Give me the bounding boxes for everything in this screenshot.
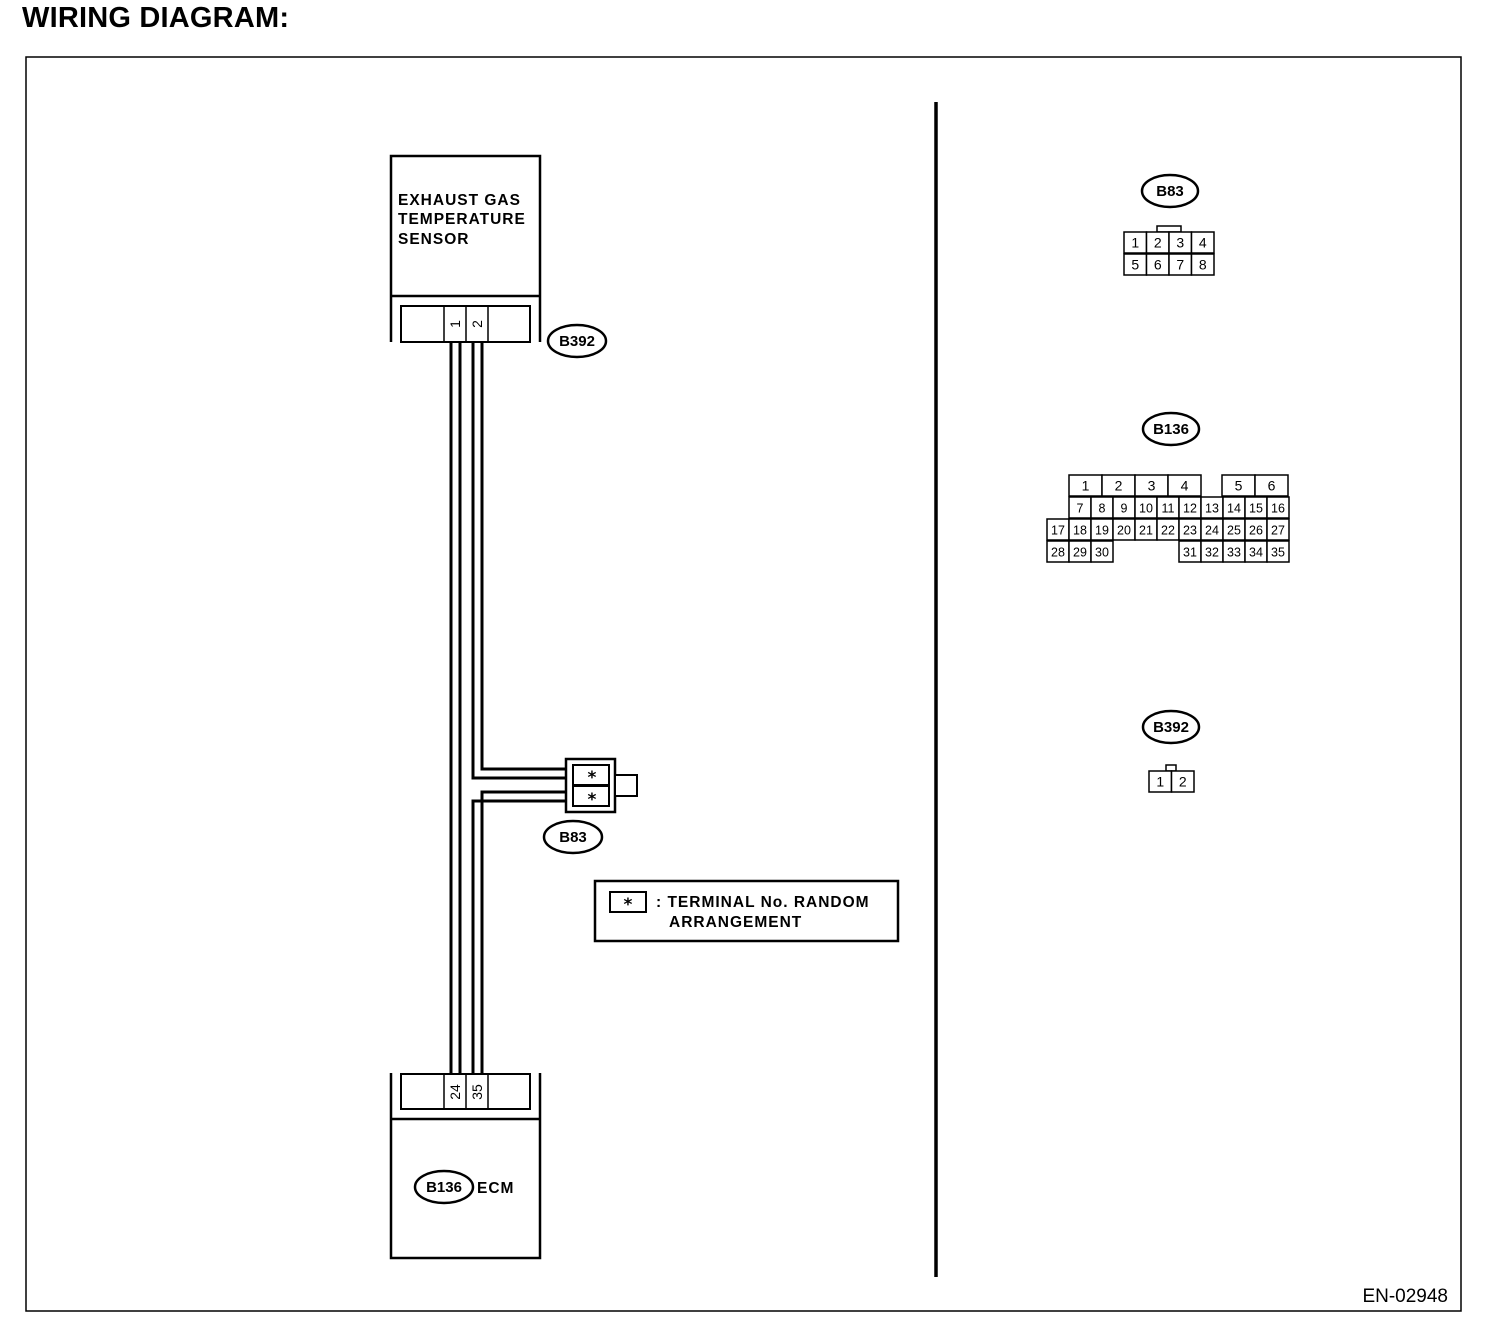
b136-pin-11: 11: [1162, 502, 1175, 516]
b136-pin-10: 10: [1139, 502, 1153, 516]
b136-pin-8: 8: [1099, 502, 1106, 516]
ecm-unit: 24 35 B136 ECM: [389, 1073, 542, 1260]
legend-text-line-2: ARRANGEMENT: [669, 914, 802, 931]
b83-view-id: B83: [1156, 183, 1184, 200]
b136-pin-30: 30: [1095, 546, 1109, 560]
b136-pin-15: 15: [1249, 502, 1263, 516]
b136-pin-2: 2: [1115, 478, 1123, 494]
b83-pin-2: 2: [1154, 235, 1162, 251]
b136-pin-28: 28: [1051, 546, 1065, 560]
b136-pin-17: 17: [1051, 524, 1065, 538]
ecm-connector-id: B136: [426, 1179, 462, 1196]
sensor-pin-2: 2: [469, 320, 485, 328]
exhaust-gas-temperature-sensor: EXHAUST GAS TEMPERATURE SENSOR 1 2 B392: [389, 154, 608, 359]
sensor-connector: 1 2: [400, 305, 531, 343]
ecm-label: ECM: [477, 1180, 514, 1197]
b136-cell: [1266, 540, 1290, 563]
b136-pin-25: 25: [1227, 524, 1241, 538]
b83-pin-3: 3: [1176, 235, 1184, 251]
b83-pin-5: 5: [1131, 257, 1139, 273]
b136-pin-16: 16: [1271, 502, 1285, 516]
b136-cell: [1266, 496, 1290, 519]
b136-pin-4: 4: [1181, 478, 1189, 494]
b136-cell: [1266, 518, 1290, 541]
b136-pin-1: 1: [1082, 478, 1090, 494]
b136-pin-29: 29: [1073, 546, 1087, 560]
harness-wires: [449, 342, 572, 1074]
sensor-label-line-1: EXHAUST GAS: [398, 192, 521, 209]
b136-pin-31: 31: [1183, 546, 1197, 560]
sensor-pin-1: 1: [447, 320, 463, 328]
sensor-connector-id: B392: [559, 333, 595, 350]
b136-pin-35: 35: [1271, 546, 1285, 560]
ecm-body: [389, 1073, 542, 1260]
sensor-label-line-2: TEMPERATURE: [398, 211, 526, 228]
b136-pin-21: 21: [1139, 524, 1153, 538]
b136-pin-20: 20: [1117, 524, 1131, 538]
legend-box: * : TERMINAL No. RANDOM ARRANGEMENT: [593, 879, 900, 943]
b136-pin-34: 34: [1249, 546, 1263, 560]
b392-view-id: B392: [1153, 719, 1189, 736]
figure-reference: EN-02948: [1362, 1286, 1448, 1307]
b136-pin-9: 9: [1121, 502, 1128, 516]
b136-pin-7: 7: [1077, 502, 1084, 516]
b83-cell: [1190, 253, 1215, 276]
b392-pin-2: 2: [1179, 774, 1187, 790]
b392-pin-1: 1: [1156, 774, 1164, 790]
b136-pin-27: 27: [1271, 524, 1285, 538]
b136-pin-13: 13: [1205, 502, 1219, 516]
ecm-connector: 24 35: [400, 1073, 531, 1110]
b136-pin-3: 3: [1148, 478, 1156, 494]
b83-cell: [1190, 231, 1215, 254]
wire-2-upper: [471, 342, 572, 780]
b136-cell: [1167, 474, 1202, 497]
b83-pin-mark-1: *: [588, 768, 597, 788]
ecm-connector-tag: B136: [413, 1169, 475, 1205]
b83-junction-connector: * *: [564, 757, 638, 814]
wire-2-lower: [471, 790, 572, 1074]
b136-pin-33: 33: [1227, 546, 1241, 560]
b136-pin-14: 14: [1227, 502, 1241, 516]
b83-pin-1: 1: [1131, 235, 1139, 251]
b83-pin-mark-2: *: [588, 790, 597, 810]
sensor-body: [389, 154, 542, 342]
ecm-pin-24: 24: [447, 1084, 463, 1100]
b136-cell: [1090, 540, 1114, 563]
b136-pin-32: 32: [1205, 546, 1219, 560]
legend-text-line-1: : TERMINAL No. RANDOM: [656, 894, 870, 911]
b136-pin-19: 19: [1095, 524, 1109, 538]
b136-pin-5: 5: [1235, 478, 1243, 494]
b136-pin-18: 18: [1073, 524, 1087, 538]
b83-junction-tag: B83: [542, 819, 604, 855]
b136-pin-23: 23: [1183, 524, 1197, 538]
b136-pin-6: 6: [1268, 478, 1276, 494]
ecm-pin-35: 35: [469, 1084, 485, 1100]
b392-cell: [1170, 770, 1195, 793]
b136-view-id: B136: [1153, 421, 1189, 438]
b136-pin-22: 22: [1161, 524, 1175, 538]
b136-cell: [1254, 474, 1289, 497]
sensor-label-line-3: SENSOR: [398, 231, 469, 248]
b136-pin-26: 26: [1249, 524, 1263, 538]
b83-pin-8: 8: [1199, 257, 1207, 273]
b83-junction-id: B83: [559, 829, 587, 846]
b83-pin-6: 6: [1154, 257, 1162, 273]
b83-pin-4: 4: [1199, 235, 1207, 251]
legend-symbol: *: [624, 895, 633, 915]
b136-pin-24: 24: [1205, 524, 1219, 538]
b83-pin-7: 7: [1176, 257, 1184, 273]
sensor-connector-tag: B392: [546, 323, 608, 359]
b136-pin-12: 12: [1183, 502, 1197, 516]
page-heading: WIRING DIAGRAM:: [22, 2, 290, 34]
diagram-frame: [25, 56, 1462, 1312]
